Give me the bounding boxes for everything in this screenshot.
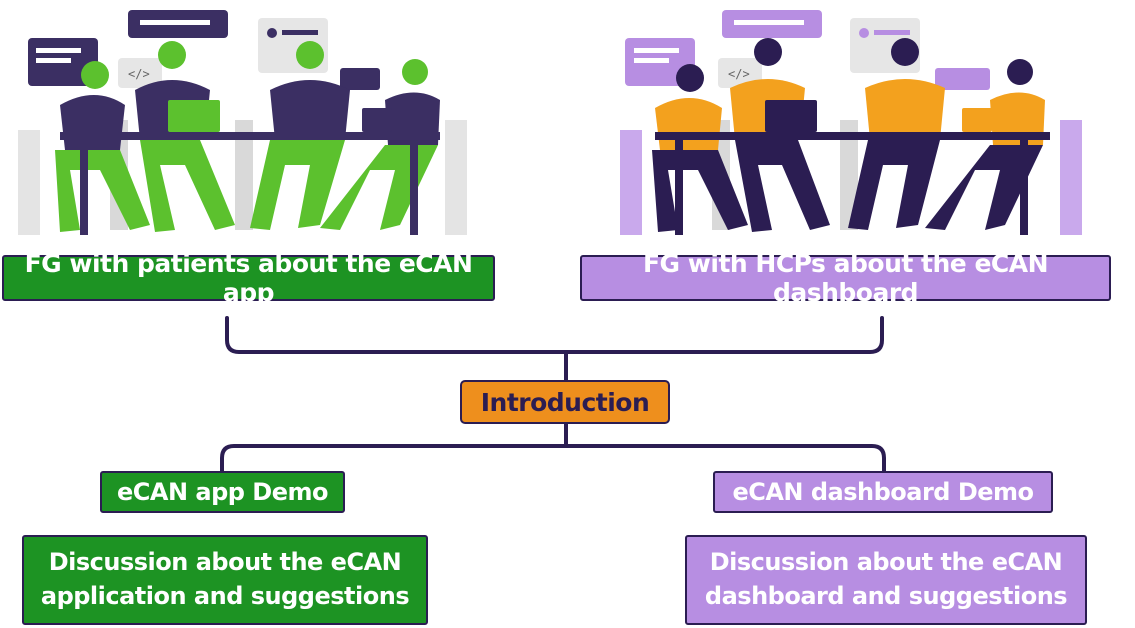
svg-text:</>: </>: [728, 67, 750, 81]
focus-group-patients-illustration: </>: [18, 10, 467, 235]
fg-patients-box: FG with patients about the eCAN app: [2, 249, 495, 307]
fg-patients-label: FG with patients about the eCAN app: [24, 249, 473, 307]
app-discussion-box: Discussion about the eCAN application an…: [22, 535, 428, 625]
app-demo-box: eCAN app Demo: [100, 471, 345, 513]
focus-group-hcps-illustration: </>: [620, 10, 1082, 235]
introduction-box: Introduction: [460, 380, 670, 424]
dashboard-discussion-box: Discussion about the eCAN dashboard and …: [685, 535, 1087, 625]
dashboard-discussion-line: Discussion about the eCAN: [709, 548, 1063, 577]
dashboard-demo-label: eCAN dashboard Demo: [732, 478, 1034, 506]
fg-hcps-box: FG with HCPs about the eCAN dashboard: [580, 249, 1111, 307]
introduction-label: Introduction: [480, 387, 650, 417]
app-discussion-line: Discussion about the eCAN: [48, 548, 402, 577]
fg-hcps-label: FG with HCPs about the eCAN dashboard: [642, 249, 1049, 307]
dashboard-discussion-line: dashboard and suggestions: [704, 582, 1068, 610]
svg-text:</>: </>: [128, 67, 150, 81]
merge-bracket: [225, 316, 884, 354]
dashboard-demo-box: eCAN dashboard Demo: [713, 471, 1053, 513]
split-bracket: [220, 444, 886, 473]
app-demo-label: eCAN app Demo: [116, 478, 329, 506]
app-discussion-line: application and suggestions: [40, 582, 410, 610]
